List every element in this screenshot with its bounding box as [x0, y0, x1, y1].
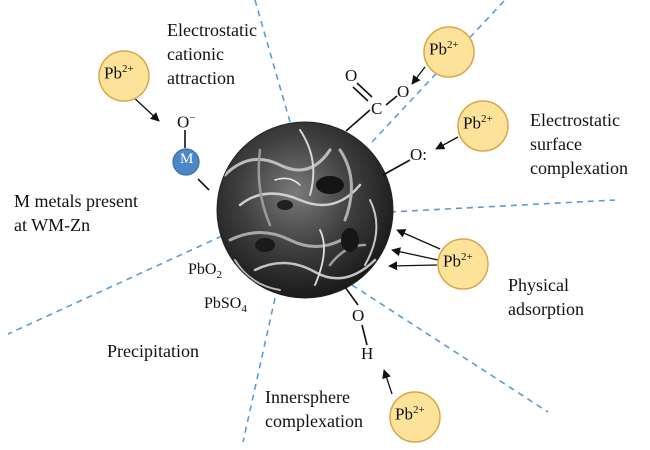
label-precipitation: Precipitation: [107, 341, 199, 361]
surface-hydroxyl-bond: [344, 286, 359, 306]
pbso4-label: PbSO4: [204, 295, 247, 316]
pb-label-ester: Pb2+: [429, 39, 459, 59]
pbo2-label: PbO2: [188, 261, 222, 282]
label-electrostatic-surface: Electrostatic surface complexation: [530, 110, 628, 178]
carbon-oxygen-bond: [385, 95, 398, 106]
label-physical-adsorption: Physical adsorption: [508, 275, 584, 319]
divider-right: [389, 199, 616, 213]
carbonyl-bond-b: [352, 86, 369, 102]
label-metals-present: M metals present at WM-Zn: [14, 191, 138, 235]
pb-ion-surface: [457, 100, 509, 152]
arrow-physical-2: [391, 247, 439, 261]
bonds: [184, 82, 411, 346]
metal-label: M: [180, 151, 194, 167]
hydroxyl-oxygen: O: [352, 306, 365, 325]
ester-oxygen: O: [397, 82, 410, 101]
arrow-ester-oxygen: [411, 66, 426, 85]
surface-oxygen-bond: [382, 159, 411, 176]
pb-label-physical: Pb2+: [443, 251, 473, 271]
sem-particle: [216, 121, 394, 299]
carbonyl-bond-a: [356, 82, 373, 98]
pb-label-cationic: Pb2+: [104, 63, 134, 83]
arrow-physical-1: [396, 229, 441, 250]
divider-bottom: [242, 297, 276, 443]
metal-circle: [172, 148, 200, 176]
label-innersphere-complexation: Innersphere complexation: [265, 387, 363, 431]
metal-surface-bond: [197, 178, 210, 191]
pb-label-innersphere: Pb2+: [395, 404, 425, 424]
pb-ion-ester: [423, 26, 475, 78]
arrow-innersphere: [382, 369, 393, 395]
arrow-surface-oxygen: [435, 136, 459, 150]
arrow-cationic: [130, 94, 160, 122]
pb-ion-physical: [437, 238, 489, 290]
oxygen-anion: O−: [177, 112, 196, 132]
oxygen-hydrogen-bond: [361, 324, 368, 346]
dashed-dividers: [7, 0, 616, 443]
arrow-physical-3: [388, 261, 438, 271]
arrows: [130, 66, 459, 395]
pb-ion-innersphere: [389, 391, 441, 443]
hydroxyl-hydrogen: H: [361, 344, 374, 363]
label-electrostatic-cationic: Electrostatic cationic attraction: [167, 20, 257, 88]
carbonyl-oxygen: O: [345, 66, 358, 85]
pb-label-surface: Pb2+: [463, 113, 493, 133]
carbon-atom: C: [371, 99, 383, 118]
surface-oxygen: O:: [410, 145, 427, 164]
surface-carbon-bond: [345, 109, 371, 132]
divider-bottom-right: [351, 284, 549, 413]
pb-ion-cationic: [98, 50, 150, 102]
